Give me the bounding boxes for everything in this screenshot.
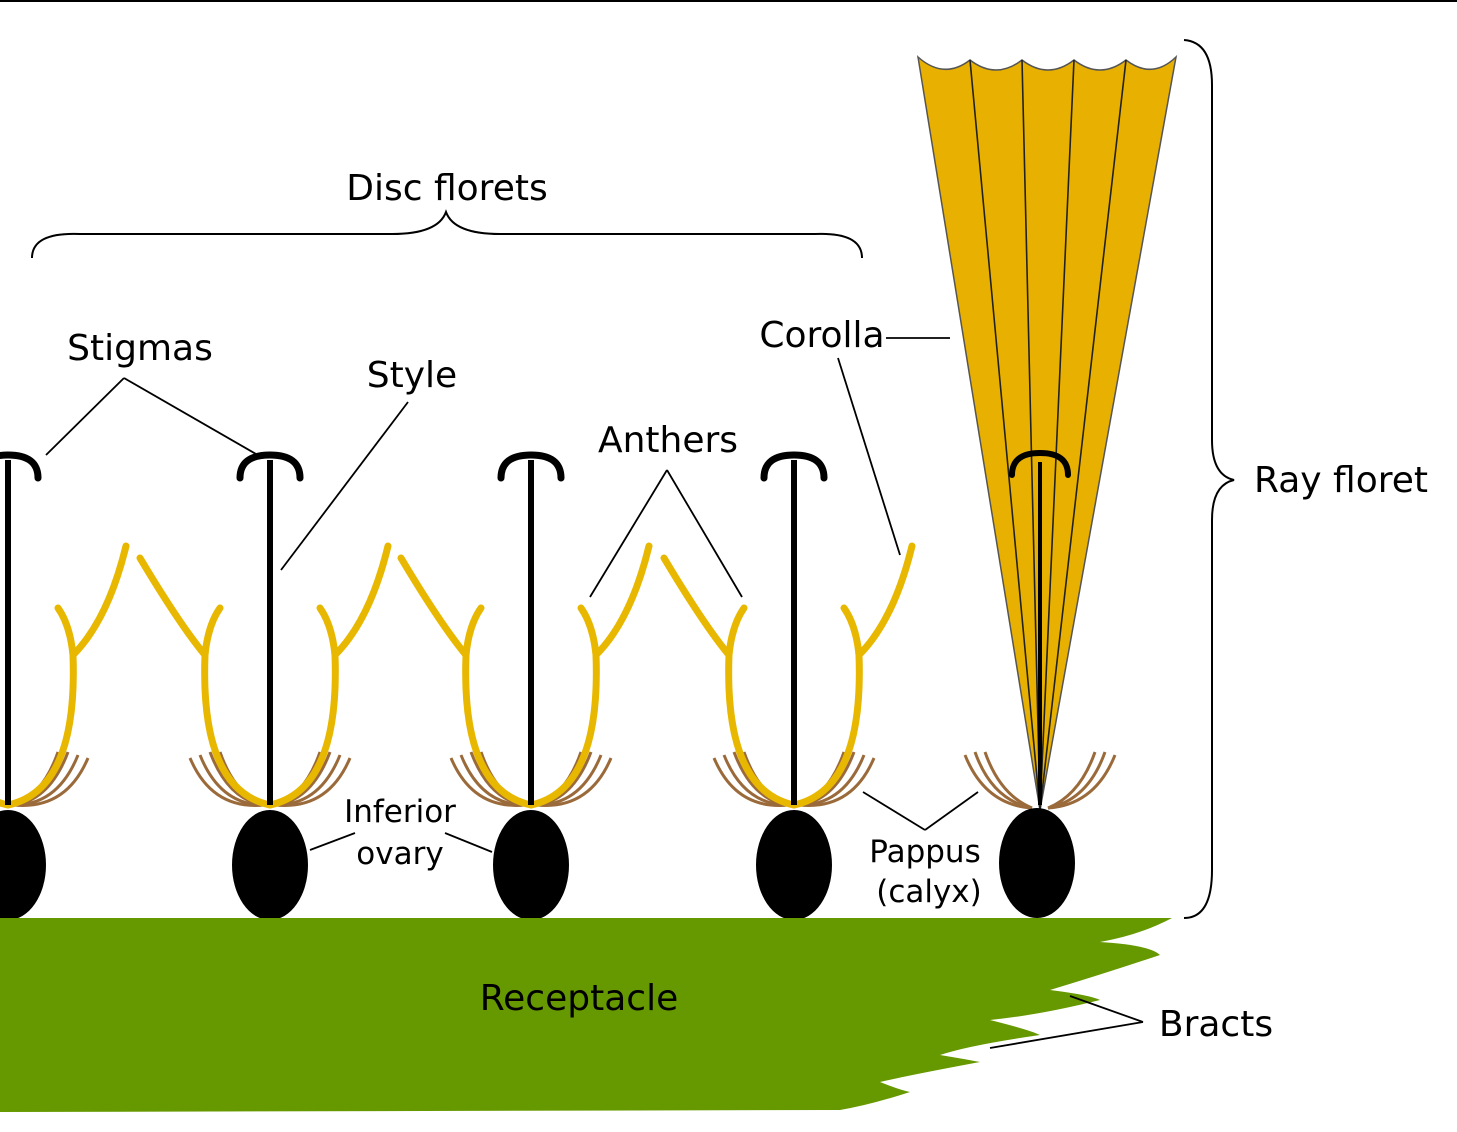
anthers-label: Anthers <box>598 420 738 461</box>
ovary-label: ovary <box>356 836 443 872</box>
disc-florets-label: Disc florets <box>346 168 547 209</box>
bracts-label: Bracts <box>1159 1004 1273 1045</box>
leader-lines <box>45 337 1144 1049</box>
disc-floret-2 <box>140 455 388 920</box>
receptacle-label: Receptacle <box>480 978 678 1019</box>
ray-floret-bracket <box>1183 39 1235 919</box>
receptacle <box>0 918 1172 1112</box>
disc-floret-1 <box>0 455 126 920</box>
ray-floret-label: Ray floret <box>1254 460 1428 501</box>
disc-florets-bracket <box>31 209 863 259</box>
ray-floret-base <box>963 449 1117 918</box>
inferior-label: Inferior <box>344 794 456 830</box>
corolla-label: Corolla <box>759 315 884 356</box>
pappus-label: Pappus <box>869 834 980 870</box>
calyx-label: (calyx) <box>876 874 982 910</box>
stigmas-label: Stigmas <box>67 328 213 369</box>
ray-floret-corolla <box>916 54 1178 811</box>
style-label: Style <box>367 355 457 396</box>
